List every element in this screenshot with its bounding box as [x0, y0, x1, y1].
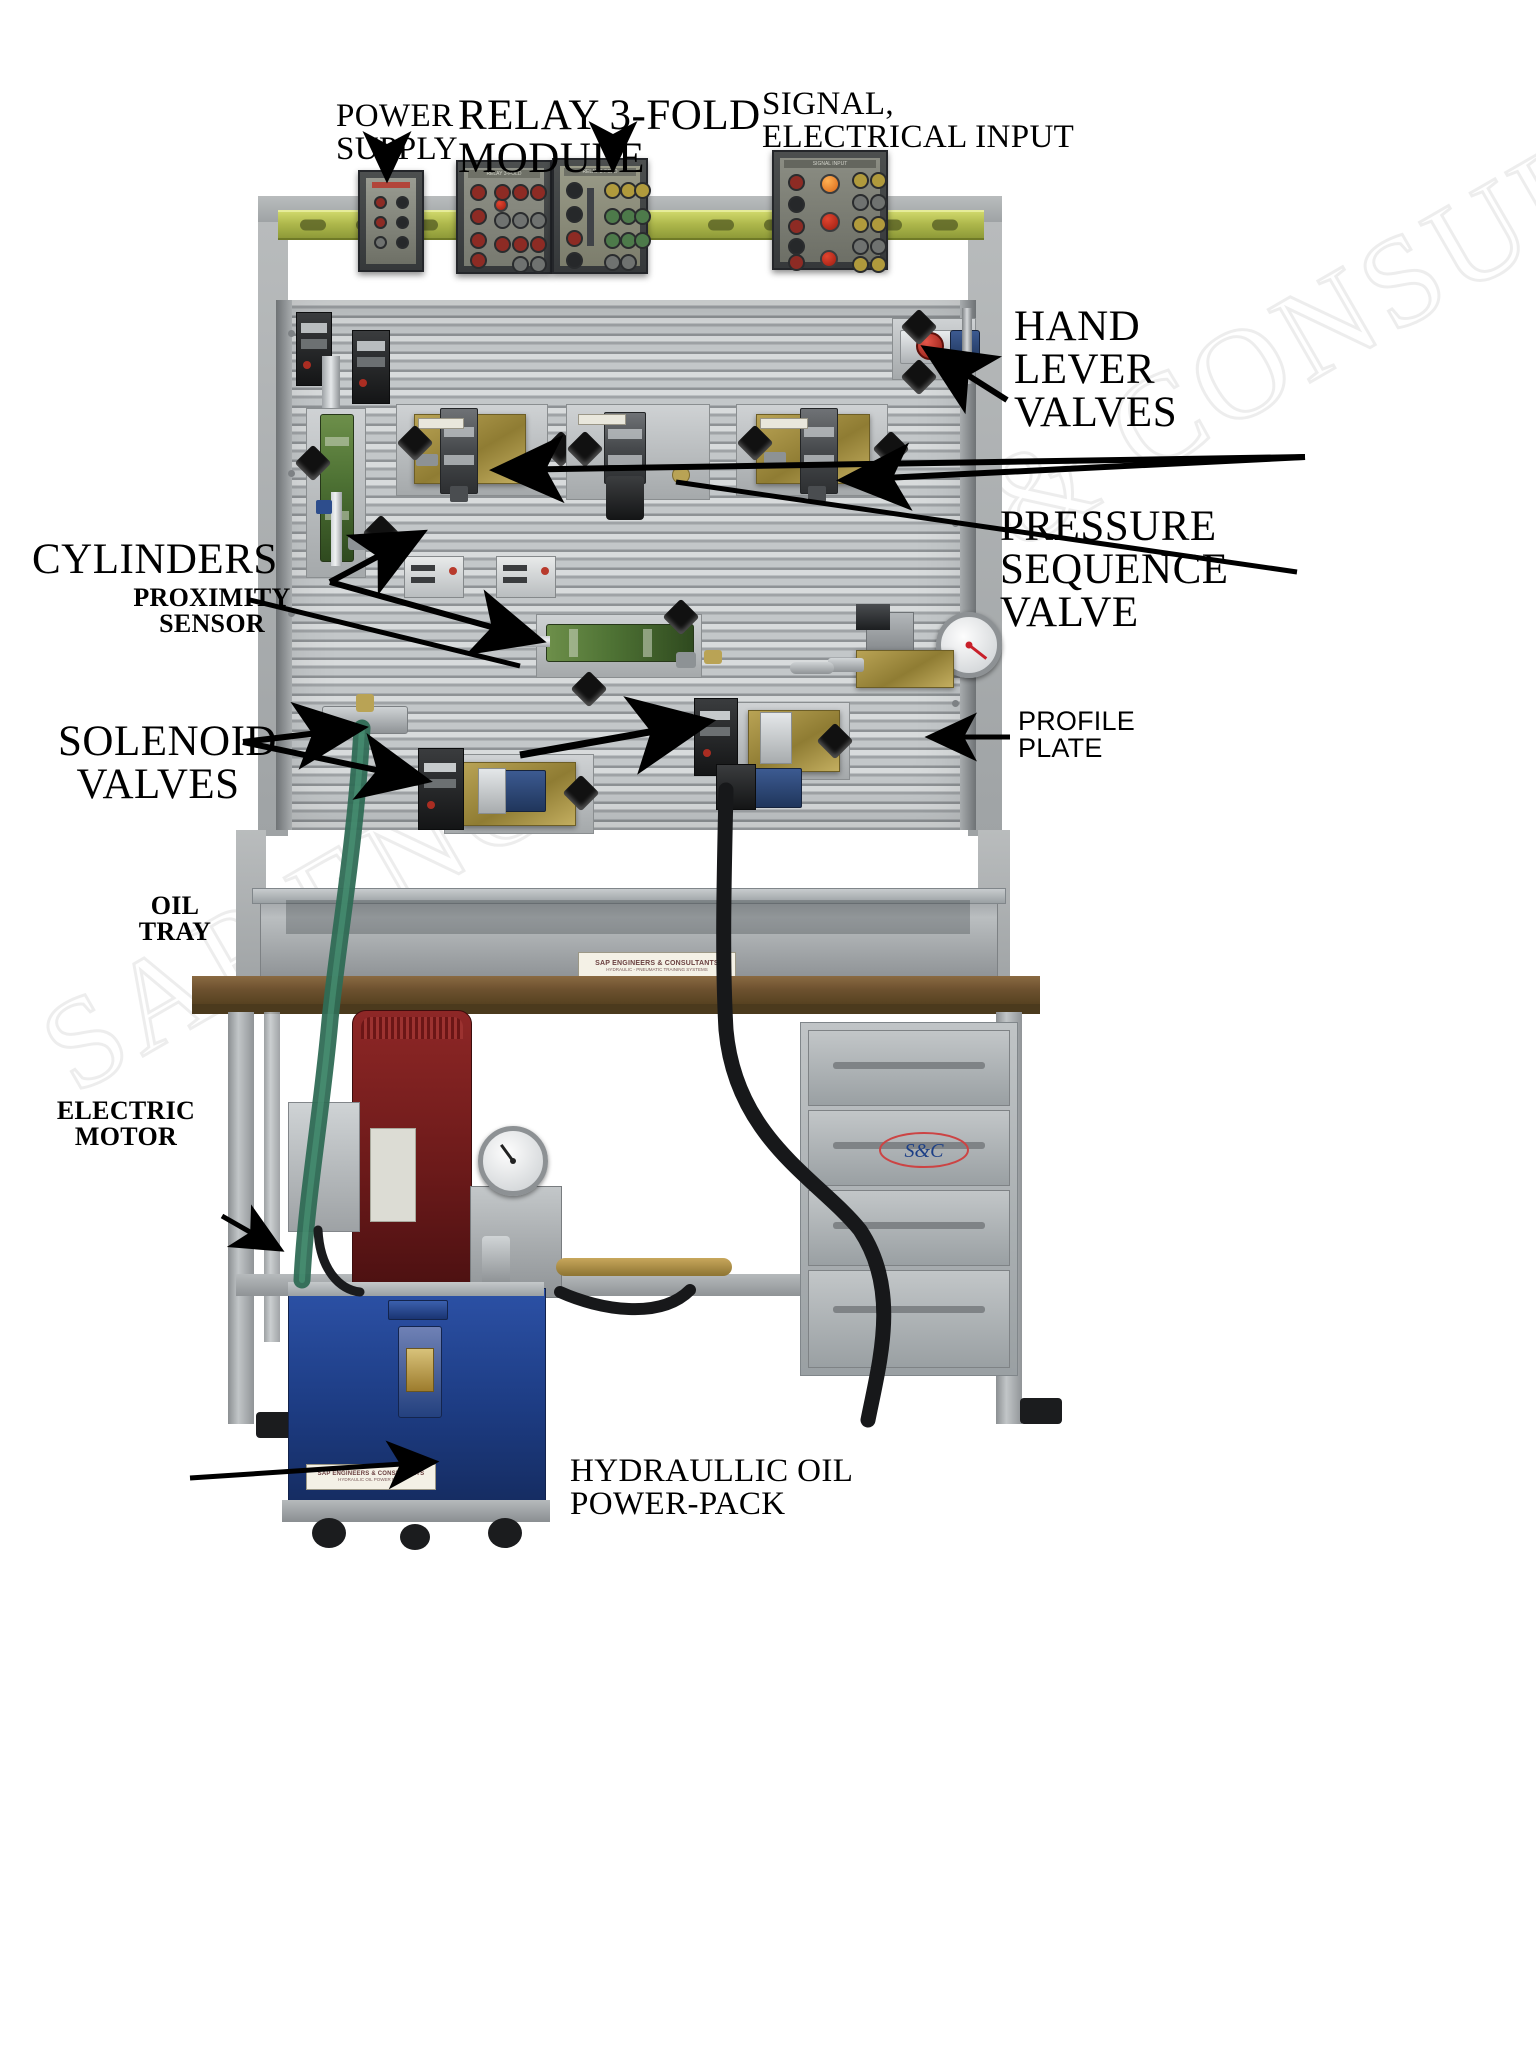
manifold-fitting — [828, 658, 864, 672]
plate-fastener — [952, 700, 959, 707]
castor-right — [488, 1518, 522, 1548]
solenoid-valve-top-left-b — [352, 330, 390, 404]
tank-nameplate: SAP ENGINEERS & CONSULTANTS HYDRAULIC OI… — [306, 1464, 436, 1490]
drawer-3[interactable] — [808, 1190, 1010, 1266]
cylinder-port-fitting — [316, 500, 332, 514]
cylinder-port-fitting — [348, 536, 368, 550]
tank-nameplate-sub: HYDRAULIC OIL POWER PACK — [338, 1477, 404, 1483]
bench-nameplate: SAP ENGINEERS & CONSULTANTS HYDRAULIC - … — [578, 952, 736, 980]
label-solenoid-valves: SOLENOID VALVES — [58, 718, 277, 808]
pressure-sequence-valve-knob — [606, 476, 644, 520]
label-proximity-sensor: PROXIMITY SENSOR — [133, 583, 291, 638]
cylinder-vertical-rod — [331, 492, 342, 566]
label-hydraulic-power-pack: HYDRAULLIC OIL POWER-PACK — [570, 1453, 854, 1522]
pressure-line-pipe — [556, 1258, 732, 1276]
bench-nameplate-sub: HYDRAULIC - PNEUMATIC TRAINING SYSTEMS — [606, 966, 708, 972]
motor-nameplate — [370, 1128, 416, 1222]
relief-valve — [482, 1236, 510, 1286]
cabinet-logo: S&C — [878, 1128, 970, 1172]
drawer-1[interactable] — [808, 1030, 1010, 1106]
oil-tray-inner-shadow — [286, 900, 970, 934]
signal-electrical-input-module: SIGNAL INPUT — [772, 150, 888, 273]
bench-foot-right — [1020, 1398, 1062, 1424]
label-cylinders: CYLINDERS — [32, 536, 278, 583]
label-hand-lever-valves: HAND LEVER VALVES — [1014, 303, 1178, 436]
cylinder-horizontal-rod — [512, 636, 550, 647]
drawer-4[interactable] — [808, 1270, 1010, 1368]
castor-centre — [400, 1524, 430, 1550]
proximity-sensor-1 — [404, 556, 464, 598]
relay-module-left: RELAY 3-FOLD — [456, 160, 552, 274]
label-electric-motor: ELECTRIC MOTOR — [56, 1096, 196, 1151]
motor-terminal-box — [288, 1102, 360, 1232]
bench-leg-front-left — [228, 1012, 254, 1424]
label-oil-tray: OIL TRAY — [138, 891, 212, 946]
manifold-fitting — [790, 662, 834, 674]
tank-base — [282, 1500, 550, 1522]
plate-fastener — [288, 470, 295, 477]
solenoid-valve-left-coil-a — [418, 748, 464, 830]
hand-lever-1 — [416, 454, 438, 466]
tank-filler-cap — [388, 1300, 448, 1320]
relay-left-title: RELAY 3-FOLD — [468, 170, 540, 178]
pressure-sequence-adjust-screw — [672, 466, 690, 484]
svg-text:S&C: S&C — [905, 1140, 945, 1162]
label-pressure-sequence-valve: PRESSURE SEQUENCE VALVE — [1000, 503, 1229, 636]
valve-1-port — [450, 486, 468, 502]
label-profile-plate: PROFILE PLATE — [1018, 706, 1135, 763]
manifold-left-tee — [356, 694, 374, 712]
solenoid-valve-centre-coil-b — [716, 764, 756, 810]
pressure-gauge — [936, 612, 1002, 678]
tank-level-window — [406, 1348, 434, 1392]
bench-leg-back-left — [264, 1012, 280, 1342]
label-signal-electrical-input: SIGNAL, ELECTRICAL INPUT — [762, 86, 1075, 155]
castor-left — [312, 1518, 346, 1548]
valve-1-label-strip — [418, 418, 464, 429]
solenoid-valve-centre-spool — [760, 712, 792, 764]
tank-top-rail — [288, 1282, 544, 1296]
label-power-supply: POWER SUPPLY — [336, 98, 458, 167]
solenoid-coil-right — [856, 604, 890, 630]
bench-worktop — [192, 976, 1040, 1006]
cylinder-horizontal-port — [676, 652, 696, 668]
label-relay-module: RELAY 3-FOLD MODULE — [458, 92, 761, 182]
valve-3-label-strip — [760, 418, 808, 429]
bench-nameplate-title: SAP ENGINEERS & CONSULTANTS — [595, 959, 719, 967]
plate-fastener — [952, 520, 959, 527]
relay-module-right: RELAY 3-FOLD — [552, 158, 651, 274]
valve-tie-rod — [962, 308, 972, 384]
solenoid-valve-centre-body — [752, 768, 802, 808]
power-pack-pressure-gauge — [478, 1126, 548, 1196]
signal-module-title: SIGNAL INPUT — [784, 160, 876, 168]
valve-3-port — [808, 486, 826, 502]
cylinder-horizontal — [546, 624, 694, 662]
valve-fitting — [322, 356, 340, 414]
plate-fastener — [288, 330, 295, 337]
solenoid-valve-left-spool — [478, 768, 506, 814]
bench-worktop-edge — [192, 1004, 1040, 1014]
hand-lever-3 — [764, 452, 786, 464]
cylinder-horizontal-port — [704, 650, 722, 664]
proximity-sensor-2 — [496, 556, 556, 598]
valve-2-label-strip — [578, 414, 626, 425]
power-supply-module — [358, 170, 424, 272]
solenoid-valve-left-body — [500, 770, 546, 812]
manifold-right — [856, 650, 954, 688]
